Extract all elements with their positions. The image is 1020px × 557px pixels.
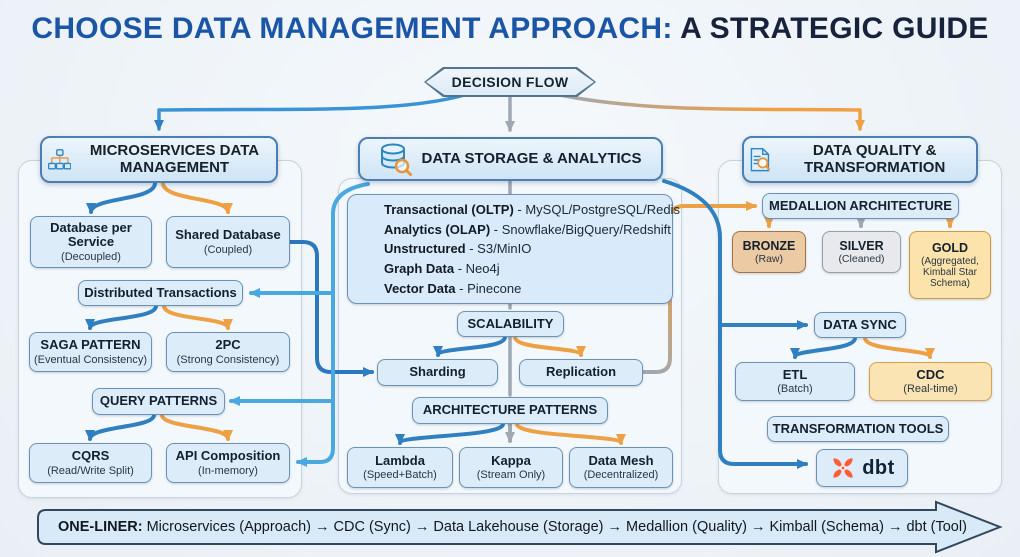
node-title: Replication	[545, 364, 617, 380]
node-subtitle: (Stream Only)	[476, 469, 546, 482]
node-data-mesh: Data Mesh (Decentralized)	[569, 447, 673, 488]
node-title: QUERY PATTERNS	[99, 393, 218, 409]
node-title: SCALABILITY	[467, 315, 554, 331]
header-label: MICROSERVICES DATA MANAGEMENT	[89, 141, 260, 176]
node-subtitle: (Speed+Batch)	[363, 469, 437, 482]
node-title: MEDALLION ARCHITECTURE	[769, 197, 952, 213]
node-distributed-transactions: Distributed Transactions	[78, 280, 243, 306]
node-database-per-service: Database per Service (Decoupled)	[30, 216, 152, 268]
node-title: Lambda	[375, 452, 425, 468]
node-title: API Composition	[175, 448, 281, 464]
node-subtitle: (In-memory)	[198, 464, 258, 477]
node-title: ETL	[782, 366, 808, 382]
node-dbt: dbt	[816, 449, 908, 487]
dbt-logo-icon	[833, 458, 853, 478]
header-label: DATA STORAGE & ANALYTICS	[421, 149, 642, 167]
node-shared-database: Shared Database (Coupled)	[166, 216, 290, 268]
node-title: Distributed Transactions	[84, 284, 237, 300]
node-replication: Replication	[519, 359, 643, 386]
node-silver: SILVER (Cleaned)	[822, 231, 901, 273]
node-cdc: CDC (Real-time)	[869, 362, 992, 401]
page-title: CHOOSE DATA MANAGEMENT APPROACH: A STRAT…	[0, 12, 1020, 46]
header-label: DATA QUALITY & TRANSFORMATION	[803, 141, 946, 176]
decision-flow-label: DECISION FLOW	[426, 69, 594, 95]
header-data-storage-analytics: DATA STORAGE & ANALYTICS	[358, 137, 663, 181]
node-title: TRANSFORMATION TOOLS	[772, 420, 944, 436]
header-data-quality-transformation: DATA QUALITY & TRANSFORMATION	[742, 136, 978, 183]
page-title-part1: CHOOSE DATA MANAGEMENT APPROACH:	[31, 12, 673, 45]
node-saga-pattern: SAGA PATTERN (Eventual Consistency)	[29, 332, 152, 372]
database-search-icon	[381, 143, 413, 176]
node-subtitle: (Aggregated, Kimball Star Schema)	[921, 256, 979, 289]
list-item: Transactional (OLTP) - MySQL/PostgreSQL/…	[384, 201, 680, 217]
node-title: SAGA PATTERN	[40, 337, 141, 353]
connector-decision-to-quality	[544, 90, 865, 131]
node-lambda: Lambda (Speed+Batch)	[347, 447, 453, 488]
node-data-sync: DATA SYNC	[814, 312, 906, 338]
node-title: Shared Database	[175, 227, 281, 243]
node-query-patterns: QUERY PATTERNS	[92, 388, 225, 415]
node-title: Sharding	[409, 364, 466, 380]
list-item: Vector Data - Pinecone	[384, 280, 522, 296]
node-title: Database per Service	[50, 219, 132, 250]
node-title: GOLD	[931, 241, 969, 255]
node-title: Data Mesh	[588, 452, 654, 468]
storage-types-list: Transactional (OLTP) - MySQL/PostgreSQL/…	[347, 194, 680, 304]
node-title: SILVER	[839, 238, 884, 253]
node-architecture-patterns: ARCHITECTURE PATTERNS	[412, 397, 608, 424]
node-etl: ETL (Batch)	[735, 362, 855, 401]
node-cqrs: CQRS (Read/Write Split)	[29, 443, 152, 483]
page-title-part2: A STRATEGIC GUIDE	[672, 12, 989, 45]
node-transformation-tools: TRANSFORMATION TOOLS	[767, 416, 949, 442]
node-title: CDC	[916, 366, 945, 382]
node-title: BRONZE	[742, 238, 796, 253]
node-subtitle: (Eventual Consistency)	[33, 353, 148, 366]
one-liner-text: ONE-LINER: Microservices (Approach) → CD…	[58, 519, 967, 535]
node-bronze: BRONZE (Raw)	[732, 231, 806, 273]
node-subtitle: (Raw)	[755, 252, 783, 265]
node-subtitle: (Decentralized)	[583, 469, 659, 482]
node-title: Kappa	[491, 452, 531, 468]
node-sharding: Sharding	[377, 359, 498, 386]
node-title: CQRS	[71, 448, 110, 464]
node-scalability: SCALABILITY	[457, 311, 564, 337]
node-subtitle: (Read/Write Split)	[47, 464, 134, 477]
list-item: Graph Data - Neo4j	[384, 261, 500, 277]
node-kappa: Kappa (Stream Only)	[459, 447, 563, 488]
node-title: 2PC	[215, 337, 241, 353]
node-subtitle: (Cleaned)	[838, 252, 885, 265]
org-chart-icon	[48, 148, 72, 169]
node-subtitle: (Real-time)	[903, 383, 958, 396]
node-api-composition: API Composition (In-memory)	[166, 443, 290, 483]
node-subtitle: (Strong Consistency)	[176, 353, 280, 366]
list-item: Unstructured - S3/MinIO	[384, 241, 532, 257]
document-search-icon	[750, 147, 771, 171]
node-subtitle: (Decoupled)	[61, 251, 121, 263]
one-liner-label: ONE-LINER:	[58, 519, 143, 535]
decision-flow-badge: DECISION FLOW	[424, 67, 596, 97]
node-2pc: 2PC (Strong Consistency)	[166, 332, 290, 372]
node-subtitle: (Coupled)	[203, 243, 253, 256]
connector-decision-to-microservices	[154, 90, 476, 131]
node-title: ARCHITECTURE PATTERNS	[422, 402, 598, 418]
node-title: dbt	[862, 456, 895, 479]
list-item: Analytics (OLAP) - Snowflake/BigQuery/Re…	[384, 221, 671, 237]
node-medallion-architecture: MEDALLION ARCHITECTURE	[762, 193, 959, 219]
header-microservices-data-management: MICROSERVICES DATA MANAGEMENT	[40, 136, 278, 183]
node-gold: GOLD (Aggregated, Kimball Star Schema)	[909, 231, 991, 299]
node-subtitle: (Batch)	[777, 383, 813, 396]
node-title: DATA SYNC	[823, 316, 897, 332]
